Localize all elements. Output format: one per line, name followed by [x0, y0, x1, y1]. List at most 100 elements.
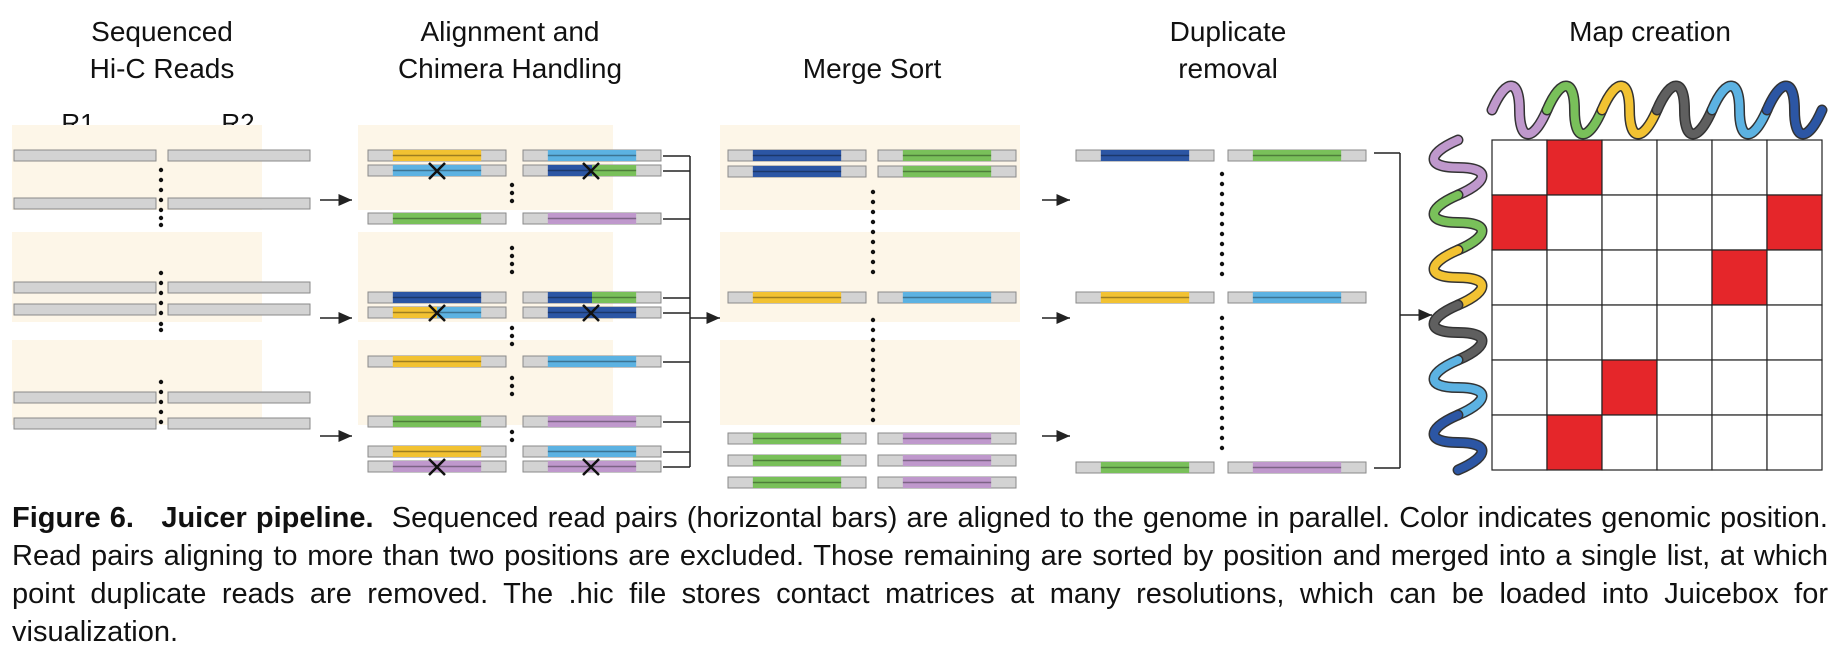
ellipsis-dot [1219, 231, 1225, 237]
ellipsis-dot [158, 167, 164, 173]
contact-cell-filled [1766, 194, 1823, 251]
contact-cell [1601, 414, 1658, 471]
ellipsis-dot [158, 399, 164, 405]
ellipsis-dot [509, 190, 515, 196]
ellipsis-dot [509, 198, 515, 204]
ellipsis-dot [870, 249, 876, 255]
ellipsis-dot [870, 219, 876, 225]
read-bar [13, 417, 157, 430]
ellipsis-dot [509, 333, 515, 339]
strand-segment [1598, 82, 1661, 138]
contact-cell-filled [1711, 249, 1768, 306]
contact-cell [1491, 359, 1548, 416]
chimera-x-mark [582, 458, 600, 476]
contact-cell [1766, 359, 1823, 416]
ellipsis-dot [509, 261, 515, 267]
contact-cell-filled [1491, 194, 1548, 251]
ellipsis-dot [1219, 271, 1225, 277]
read-segment [752, 292, 842, 303]
ellipsis-dot [158, 327, 164, 333]
read-segment [752, 150, 842, 161]
ellipsis-dot [1219, 315, 1225, 321]
ellipsis-dot [1219, 385, 1225, 391]
strand-segment [1430, 136, 1486, 199]
read-bar [167, 303, 311, 316]
strand-segment [1430, 246, 1486, 309]
contact-cell [1656, 359, 1713, 416]
read-segment [392, 446, 482, 457]
read-segment [902, 455, 992, 466]
contact-cell [1711, 304, 1768, 361]
ellipsis-dot [509, 245, 515, 251]
stage-title-merge: Merge Sort [752, 50, 992, 87]
ellipsis-dot [158, 290, 164, 296]
read-segment [902, 166, 992, 177]
ellipsis-dot [870, 377, 876, 383]
read-segment [592, 292, 637, 303]
strand-segment [1488, 82, 1551, 138]
read-segment [547, 416, 637, 427]
caption-title: Juicer pipeline. [161, 502, 374, 534]
ellipsis-dot [509, 391, 515, 397]
chimera-x-mark [582, 304, 600, 322]
chimera-x-mark [428, 458, 446, 476]
ellipsis-dot [1219, 221, 1225, 227]
ellipsis-dot [158, 215, 164, 221]
ellipsis-dot [158, 207, 164, 213]
contact-cell [1546, 249, 1603, 306]
ellipsis-dot [870, 317, 876, 323]
contact-cell [1656, 139, 1713, 196]
ellipsis-dot [1219, 171, 1225, 177]
chromosome-strands [1428, 80, 1828, 476]
read-segment [437, 307, 482, 318]
read-segment [392, 307, 437, 318]
stage-title-line: Alignment and [420, 16, 600, 47]
ellipsis-dot [158, 197, 164, 203]
ellipsis-dot [158, 409, 164, 415]
ellipsis-dot [870, 259, 876, 265]
contact-cell [1546, 304, 1603, 361]
ellipsis-dot [1219, 375, 1225, 381]
stage-title-map: Map creation [1530, 13, 1770, 50]
read-bar [167, 417, 311, 430]
ellipsis-dot [870, 199, 876, 205]
ellipsis-dot [158, 321, 164, 327]
contact-cell [1766, 249, 1823, 306]
ellipsis-dot [870, 357, 876, 363]
ellipsis-dot [1219, 251, 1225, 257]
contact-cell [1491, 249, 1548, 306]
pipeline-diagram [12, 80, 1828, 489]
read-bar [167, 197, 311, 210]
ellipsis-dot [1219, 345, 1225, 351]
ellipsis-dot [1219, 181, 1225, 187]
contact-cell [1601, 139, 1658, 196]
stage-title-duplicate: Duplicate removal [1108, 13, 1348, 87]
ellipsis-dot [509, 341, 515, 347]
read-segment [902, 150, 992, 161]
read-segment [1100, 462, 1190, 473]
panel-background [358, 340, 613, 425]
read-segment [1252, 150, 1342, 161]
ellipsis-dot [870, 269, 876, 275]
read-bar [13, 149, 157, 162]
ellipsis-dot [870, 239, 876, 245]
read-segment [1100, 150, 1190, 161]
ellipsis-dot [509, 437, 515, 443]
stage-title-line: Hi-C Reads [89, 53, 235, 84]
ellipsis-dot [1219, 191, 1225, 197]
ellipsis-dot [509, 429, 515, 435]
read-bar [13, 303, 157, 316]
read-bar [13, 391, 157, 404]
ellipsis-dot [158, 379, 164, 385]
read-bar [13, 281, 157, 294]
figure-caption: Figure 6. Juicer pipeline. Sequenced rea… [12, 499, 1828, 651]
ellipsis-dot [1219, 211, 1225, 217]
ellipsis-dot [509, 383, 515, 389]
stage-title-line: Merge Sort [802, 53, 942, 84]
read-segment [547, 150, 637, 161]
panel-background [12, 125, 262, 210]
connectors-layer [320, 152, 1432, 469]
read-segment [392, 416, 482, 427]
contact-cell [1601, 194, 1658, 251]
contact-cell [1491, 139, 1548, 196]
